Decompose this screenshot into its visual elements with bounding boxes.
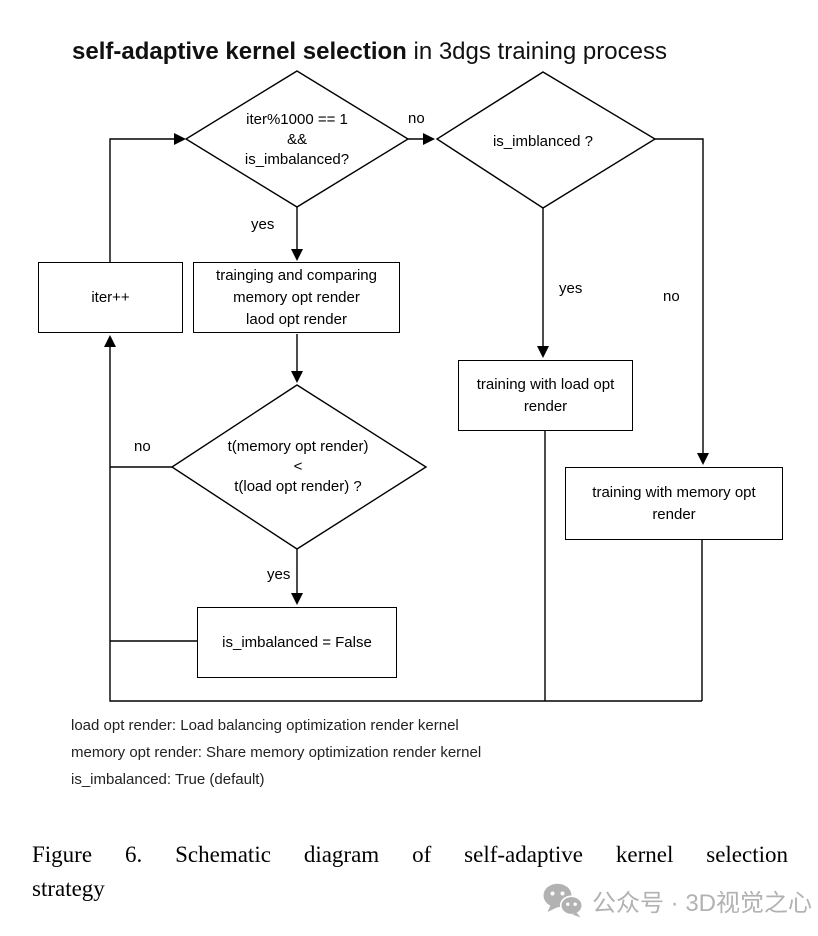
- edge-imbalanced-no-right: [655, 138, 709, 465]
- legend-line-load-opt: load opt render: Load balancing optimiza…: [71, 717, 459, 734]
- wechat-icon: [543, 883, 583, 918]
- decision-imbalanced: [435, 71, 657, 209]
- edge-label-timecond-yes: yes: [267, 566, 291, 583]
- figure-caption: Figure 6. Schematic diagram of self-adap…: [32, 838, 788, 906]
- edge-label-imbalanced-no: no: [663, 288, 680, 305]
- legend-line-memory-opt: memory opt render: Share memory optimiza…: [71, 744, 482, 761]
- figure-caption-line1: Figure 6. Schematic diagram of self-adap…: [32, 842, 788, 867]
- decision-diamonds: [170, 70, 657, 550]
- decision-time-compare-label: t(memory opt render) < t(load opt render…: [227, 438, 369, 495]
- node-train-memory-opt: training with memory opt render: [565, 467, 783, 540]
- decision-iter-condition-label: iter%1000 == 1 && is_imbalanced?: [244, 111, 350, 168]
- decision-iter-condition: [184, 70, 410, 208]
- legend: load opt render: Load balancing optimiza…: [71, 712, 481, 793]
- watermark: 公众号 · 3D视觉之心: [542, 883, 812, 918]
- edge-label-cond-iter-yes: yes: [251, 216, 275, 233]
- diagram-title: self-adaptive kernel selection in 3dgs t…: [72, 38, 667, 66]
- edge-bottom-return: [104, 335, 702, 702]
- figure-caption-line2: strategy: [32, 876, 105, 901]
- connector-lines: [104, 133, 709, 702]
- diagram-title-emphasis: self-adaptive kernel selection: [72, 38, 407, 65]
- edge-iter-to-cond: [109, 133, 186, 263]
- diagram-title-rest: in 3dgs training process: [406, 38, 667, 65]
- decision-imbalanced-label: is_imblanced ?: [492, 133, 594, 150]
- node-train-load-opt: training with load opt render: [458, 360, 633, 431]
- edge-label-cond-iter-no: no: [408, 110, 425, 127]
- edge-label-imbalanced-yes: yes: [559, 280, 583, 297]
- node-iter-increment: iter++: [38, 262, 183, 333]
- node-train-compare: trainging and comparing memory opt rende…: [193, 262, 400, 333]
- decision-time-compare: [170, 384, 428, 550]
- node-set-imbalanced-false: is_imbalanced = False: [197, 607, 397, 678]
- legend-line-is-imbalanced: is_imbalanced: True (default): [71, 771, 265, 788]
- watermark-text: 公众号 · 3D视觉之心: [592, 890, 813, 917]
- edge-label-timecond-no: no: [134, 438, 151, 455]
